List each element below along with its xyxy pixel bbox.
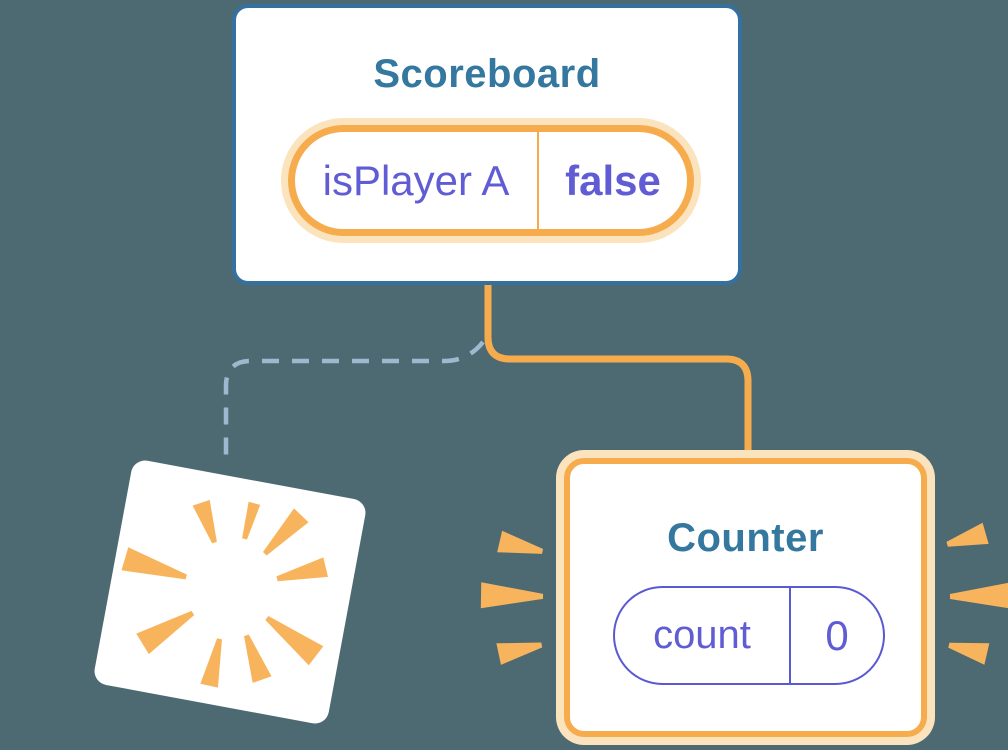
state-value: false xyxy=(565,156,661,204)
pill-divider xyxy=(789,588,791,683)
counter-card: Counter count 0 xyxy=(564,458,927,737)
destroyed-component-card xyxy=(92,458,368,726)
pill-divider xyxy=(537,132,539,229)
poof-burst-icon xyxy=(121,499,328,688)
counter-state-pill: count 0 xyxy=(613,586,885,685)
state-label: count xyxy=(653,613,751,657)
state-value: 0 xyxy=(825,611,849,659)
scoreboard-card: Scoreboard isPlayer A false xyxy=(232,4,742,285)
state-label: isPlayer A xyxy=(322,156,510,204)
connector-dashed-edge xyxy=(223,340,485,458)
counter-title: Counter xyxy=(667,516,824,560)
scoreboard-state-pill: isPlayer A false xyxy=(288,125,694,236)
connector-solid-edge xyxy=(484,285,752,456)
scoreboard-title: Scoreboard xyxy=(373,52,601,96)
